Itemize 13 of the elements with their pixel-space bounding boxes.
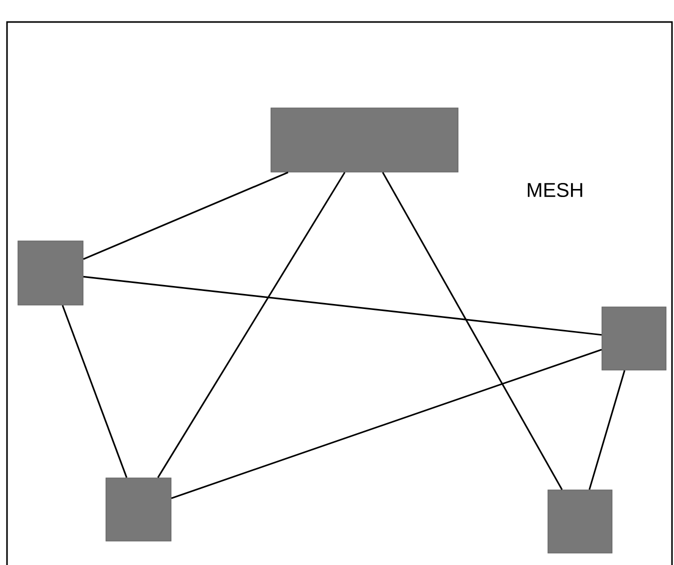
link-line <box>157 172 346 478</box>
link-line <box>171 348 602 499</box>
link-line <box>62 305 128 478</box>
link-line <box>382 172 563 490</box>
network-node <box>602 306 666 370</box>
link-line <box>83 276 602 336</box>
diagram-label: MESH <box>528 182 582 198</box>
link-line <box>588 370 626 490</box>
network-node <box>270 108 458 172</box>
link-line <box>83 172 288 260</box>
network-node <box>106 478 172 542</box>
network-node <box>18 240 84 306</box>
network-node <box>548 490 612 554</box>
